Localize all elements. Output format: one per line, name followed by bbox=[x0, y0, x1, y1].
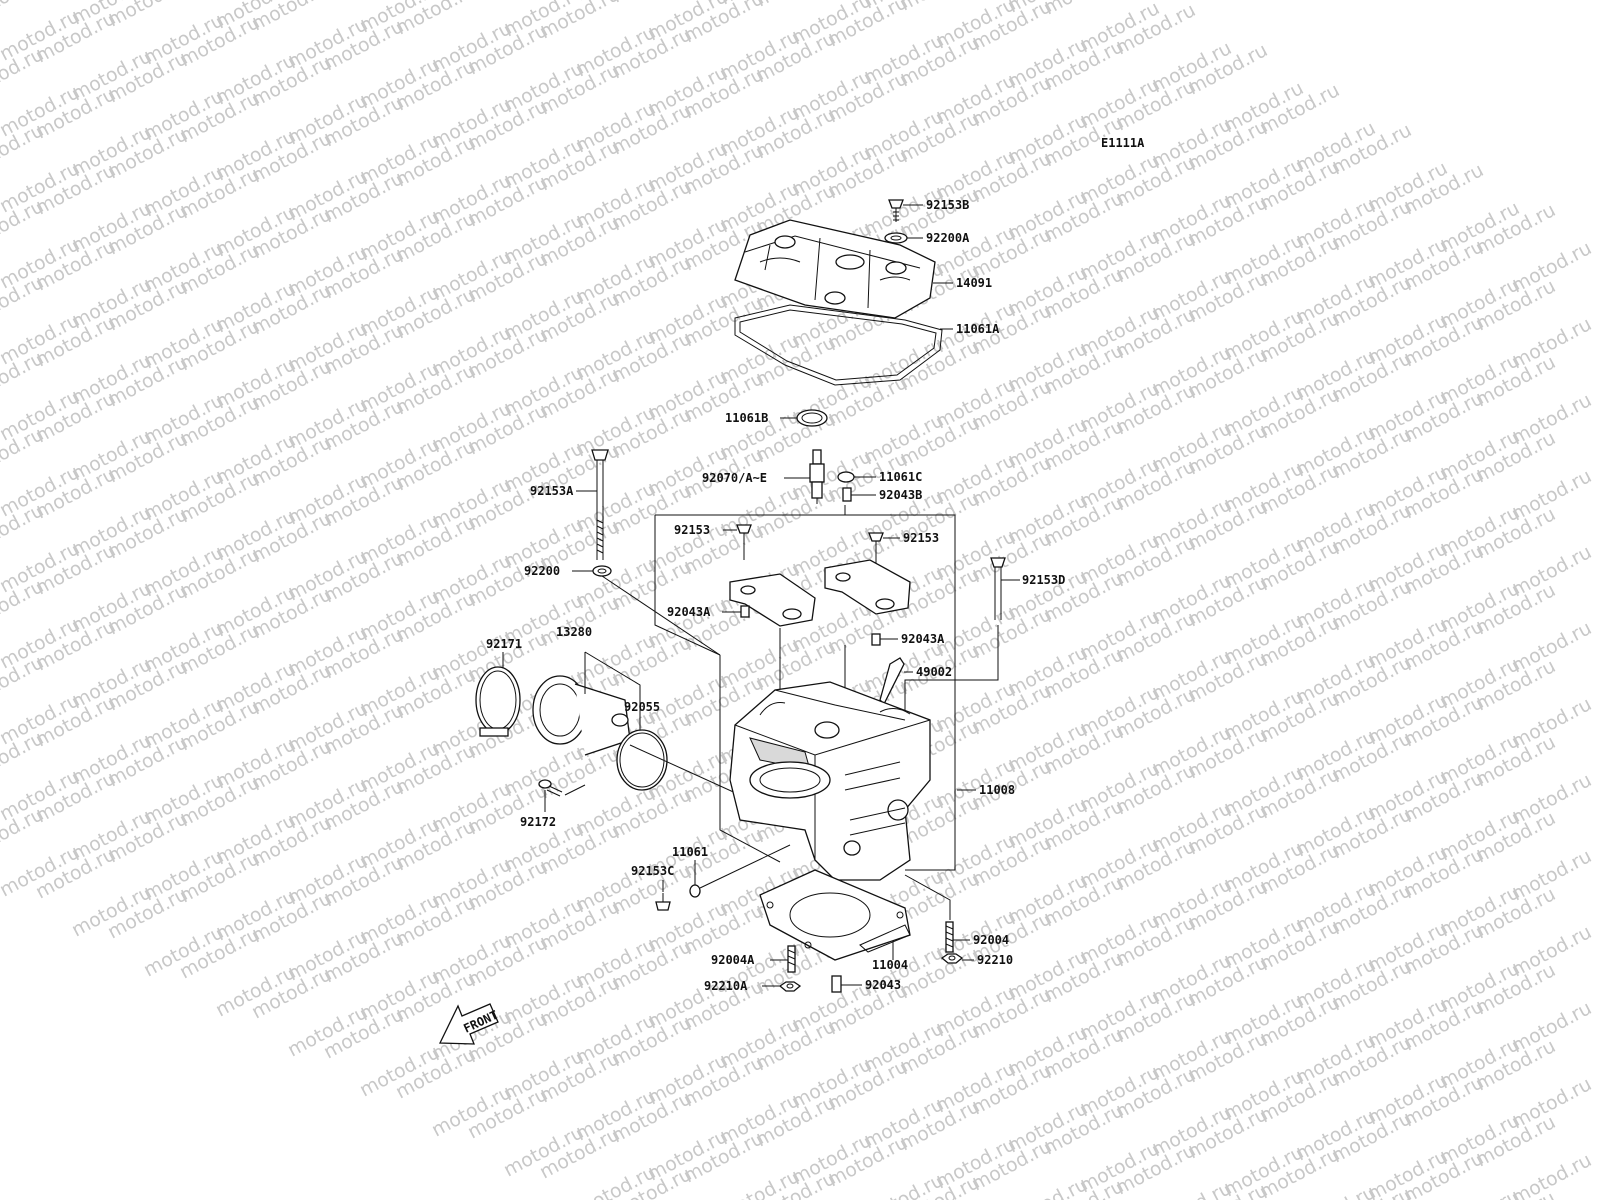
washer-part bbox=[592, 565, 612, 577]
callout-14091: 14091 bbox=[956, 276, 992, 290]
cap-bolt-right-part bbox=[868, 532, 884, 568]
callout-92004A: 92004A bbox=[711, 953, 755, 967]
callout-92153A: 92153A bbox=[530, 484, 574, 498]
screw-part bbox=[538, 779, 563, 797]
callout-11061B: 11061B bbox=[725, 411, 768, 425]
stud-part bbox=[945, 921, 954, 953]
cap-group-bracket bbox=[654, 514, 956, 656]
camshaft-cap-right-part bbox=[824, 559, 911, 615]
callout-92172: 92172 bbox=[520, 815, 556, 829]
cylinder-head-part bbox=[729, 681, 931, 881]
callout-92043A-right: 92043A bbox=[901, 632, 945, 646]
valve-guide-part bbox=[879, 657, 905, 706]
camshaft-cap-left-part bbox=[729, 573, 816, 627]
plug-hole-gasket-part bbox=[796, 409, 828, 427]
carburetor-holder-part bbox=[532, 675, 631, 756]
callout-92070: 92070/A~E bbox=[702, 471, 767, 485]
cover-washer-part bbox=[884, 232, 908, 244]
callout-92200: 92200 bbox=[524, 564, 560, 578]
long-head-bolt-part bbox=[591, 449, 609, 560]
callout-11008: 11008 bbox=[979, 783, 1015, 797]
diagram-code: E1111A bbox=[1101, 136, 1145, 150]
clamp-part bbox=[475, 666, 521, 737]
cylinder-head-cover-part bbox=[734, 219, 936, 319]
dowel-pin-part bbox=[831, 975, 842, 993]
nut-a-part bbox=[778, 981, 802, 992]
small-gasket-part bbox=[689, 884, 701, 898]
callout-11061C: 11061C bbox=[879, 470, 922, 484]
callout-92153C: 92153C bbox=[631, 864, 674, 878]
dowel-pin-a-right-part bbox=[871, 633, 881, 646]
callout-92055: 92055 bbox=[624, 700, 660, 714]
callout-92153-left: 92153 bbox=[674, 523, 710, 537]
callout-92153D: 92153D bbox=[1022, 573, 1065, 587]
cap-bolt-left-part bbox=[736, 524, 752, 560]
o-ring-part bbox=[616, 729, 668, 791]
flange-bolt-part bbox=[655, 893, 671, 911]
dowel-pin-b-part bbox=[842, 487, 852, 502]
callout-11004: 11004 bbox=[872, 958, 908, 972]
callout-92004: 92004 bbox=[973, 933, 1009, 947]
front-arrow-icon: FRONT bbox=[438, 1003, 500, 1045]
long-bolt-d-part bbox=[990, 557, 1006, 620]
callout-49002: 49002 bbox=[916, 665, 952, 679]
callout-11061A: 11061A bbox=[956, 322, 1000, 336]
callout-92210: 92210 bbox=[977, 953, 1013, 967]
callout-92043A-left: 92043A bbox=[667, 605, 711, 619]
nut-part bbox=[940, 953, 964, 964]
callout-92171: 92171 bbox=[486, 637, 522, 651]
callout-11061: 11061 bbox=[672, 845, 708, 859]
dowel-pin-a-left-part bbox=[740, 605, 750, 618]
cover-bolt-part bbox=[888, 199, 904, 222]
oil-seal-part bbox=[837, 471, 855, 483]
callout-92153-right: 92153 bbox=[903, 531, 939, 545]
callout-92043B: 92043B bbox=[879, 488, 922, 502]
stud-a-part bbox=[787, 945, 796, 973]
callout-92200A: 92200A bbox=[926, 231, 970, 245]
cover-gasket-part bbox=[734, 304, 943, 386]
spark-plug-part bbox=[809, 449, 825, 504]
head-gasket-part bbox=[759, 869, 911, 961]
callout-92210A: 92210A bbox=[704, 979, 748, 993]
callout-13280: 13280 bbox=[556, 625, 592, 639]
callout-92153B: 92153B bbox=[926, 198, 969, 212]
callout-92043: 92043 bbox=[865, 978, 901, 992]
